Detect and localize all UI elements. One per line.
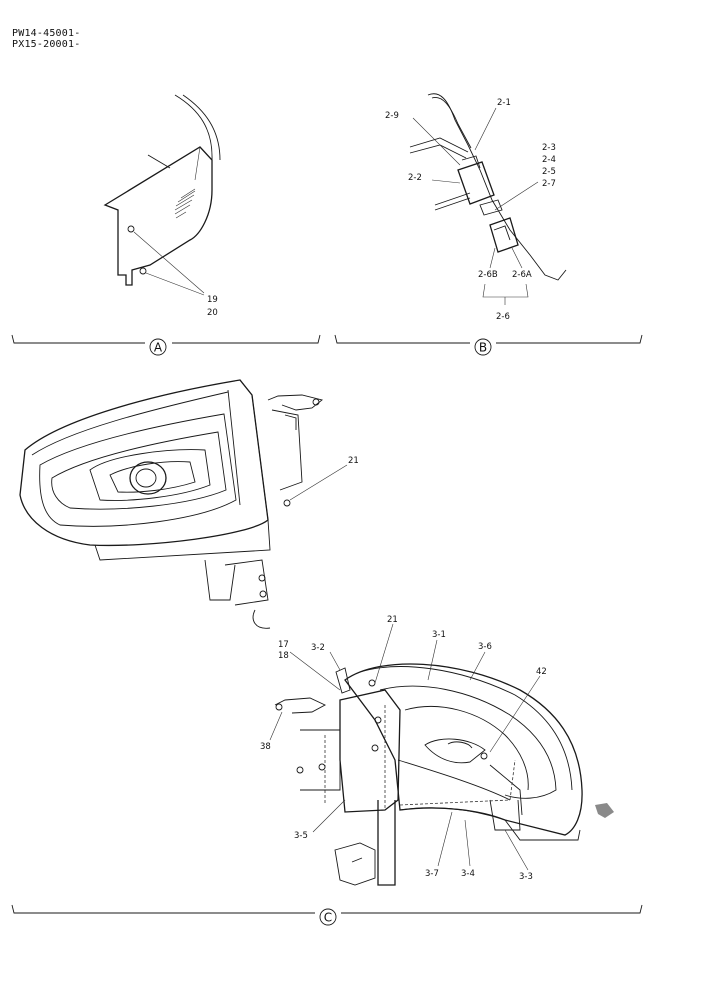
label-20: 20	[207, 308, 218, 318]
label-38: 38	[260, 742, 271, 752]
label-3-7: 3-7	[425, 869, 439, 879]
label-17: 17	[278, 640, 289, 650]
label-19: 19	[207, 295, 218, 305]
label-2-2: 2-2	[408, 173, 422, 183]
section-c-bracket: C	[11, 904, 643, 926]
serial-range-2: PX15-20001-	[12, 39, 81, 50]
section-a-marker: A	[154, 341, 163, 355]
label-2-4: 2-4	[542, 155, 556, 165]
detail-b-drawing: 2-1 2-9 2-2 2-3 2-4 2-5 2-7 2-6B 2-6A 2-…	[385, 93, 567, 322]
section-a-bracket: A	[11, 334, 321, 356]
section-b-marker: B	[479, 341, 487, 355]
label-3-1: 3-1	[432, 630, 446, 640]
label-3-4: 3-4	[461, 869, 475, 879]
section-c-marker: C	[324, 911, 332, 925]
label-21-lamp: 21	[348, 456, 359, 466]
serial-range-1: PW14-45001-	[12, 28, 81, 39]
label-2-1: 2-1	[497, 98, 511, 108]
label-21: 21	[387, 615, 398, 625]
label-42: 42	[536, 667, 547, 677]
label-3-5: 3-5	[294, 831, 308, 841]
label-2-6: 2-6	[496, 312, 510, 322]
label-2-7: 2-7	[542, 179, 556, 189]
label-3-2: 3-2	[311, 643, 325, 653]
speaker-grille	[174, 188, 196, 219]
label-18: 18	[278, 651, 289, 661]
direction-arrow-icon	[595, 803, 614, 818]
label-2-6a: 2-6A	[512, 270, 532, 280]
label-2-5: 2-5	[542, 167, 556, 177]
drawing-header: PW14-45001- PX15-20001-	[12, 28, 80, 50]
label-2-6b: 2-6B	[478, 270, 498, 280]
label-2-9: 2-9	[385, 111, 399, 121]
section-b-bracket: B	[334, 334, 643, 356]
detail-a-drawing: 19 20	[103, 94, 221, 318]
label-3-6: 3-6	[478, 642, 492, 652]
detail-c-drawing: 21 3-1 3-6 17 18 3-2 42 38 3-5 3-7 3-4 3…	[260, 615, 614, 886]
label-3-3: 3-3	[519, 872, 533, 882]
label-2-3: 2-3	[542, 143, 556, 153]
lamp-housing-drawing: 21	[19, 379, 359, 629]
